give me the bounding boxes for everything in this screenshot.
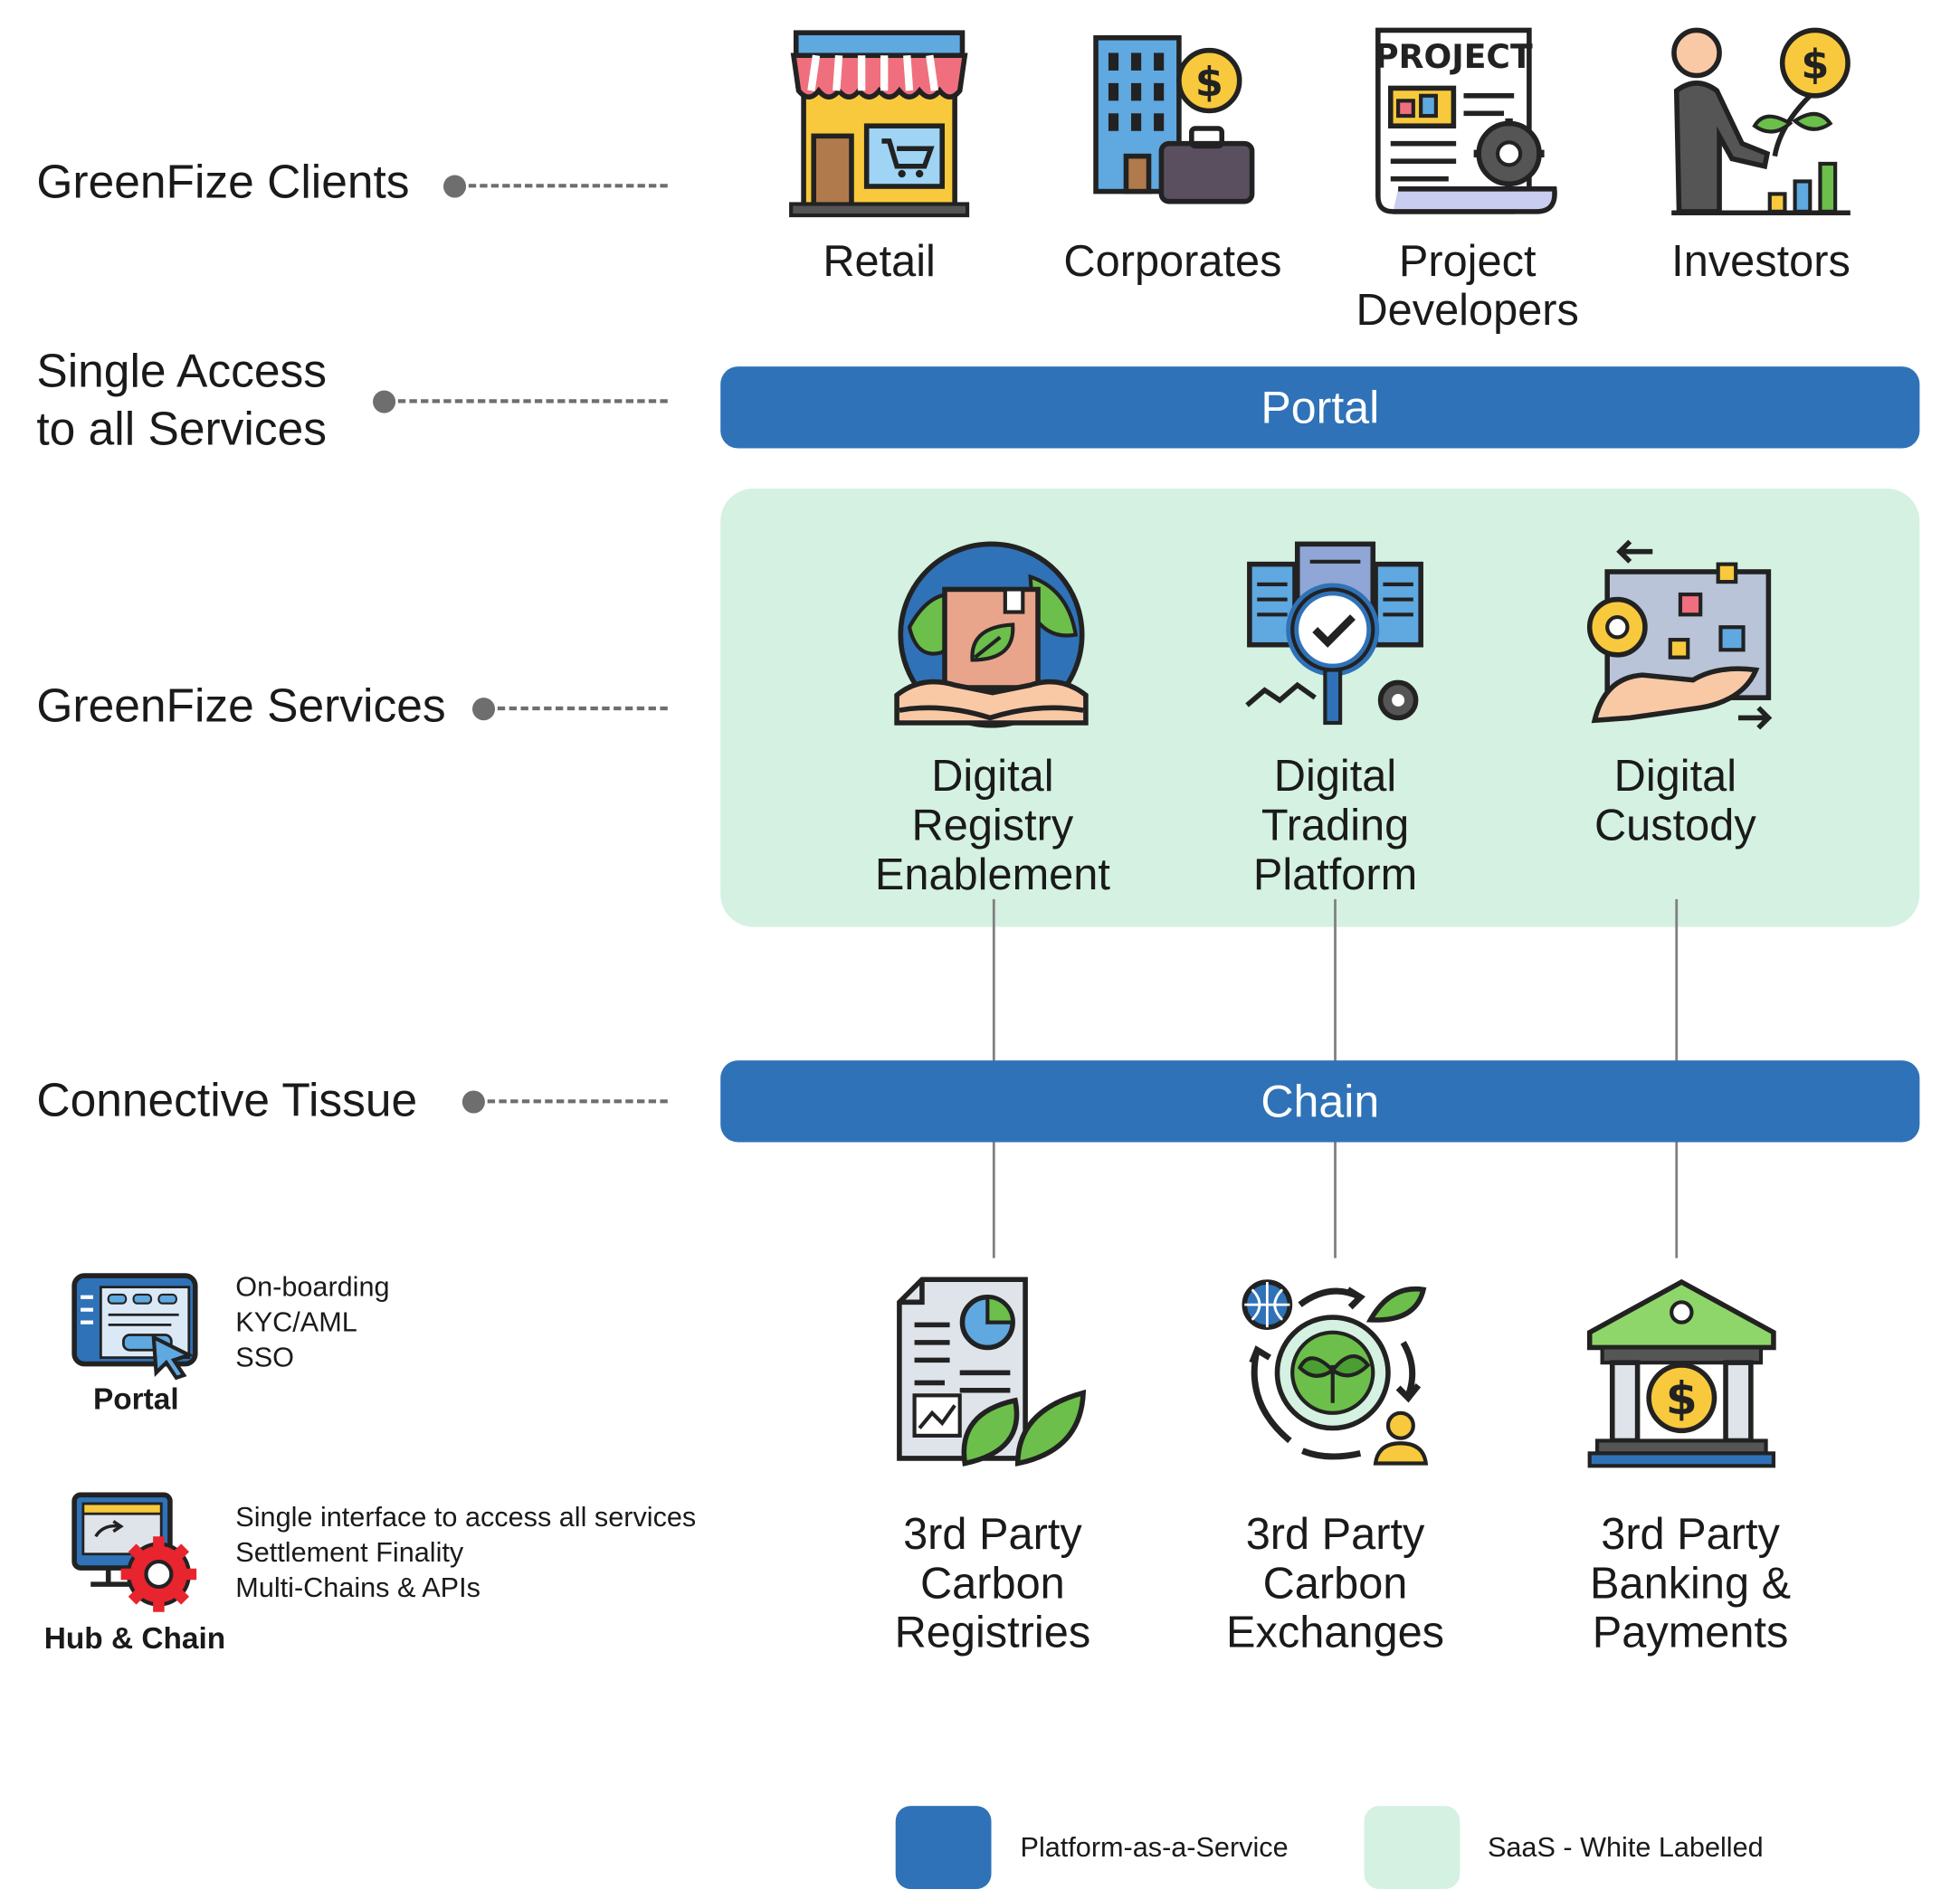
leader-dash: [468, 184, 668, 188]
row-label-access-line1: Single Access: [36, 345, 328, 397]
svg-text:$: $: [1801, 41, 1829, 88]
legend-label-saas: SaaS - White Labelled: [1487, 1830, 1764, 1863]
leader-dot: [373, 390, 396, 413]
leader-dot: [442, 175, 467, 198]
connector-line: [992, 898, 995, 1068]
connector-line: [992, 1139, 995, 1258]
leader-dash: [487, 1099, 668, 1104]
legend-hub-features: Single interface to access all services …: [235, 1501, 697, 1604]
portal-window-icon: [71, 1272, 199, 1381]
portal-bar[interactable]: Portal: [720, 366, 1920, 449]
connector-line: [1334, 1139, 1337, 1258]
connector-line: [1334, 898, 1337, 1068]
globe-hands-icon: [892, 539, 1091, 728]
investor-plant-icon: $: [1669, 25, 1852, 217]
legend-hub-title: Hub & Chain: [43, 1621, 226, 1657]
client-label-corporates: Corporates: [1063, 236, 1282, 286]
storefront-icon: [788, 25, 970, 219]
hub-gear-monitor-icon: [71, 1491, 202, 1617]
row-label-services: GreenFize Services: [36, 679, 446, 732]
carbon-exchange-icon: [1240, 1277, 1432, 1466]
client-label-investors: Investors: [1671, 236, 1851, 286]
registry-report-icon: [894, 1275, 1088, 1468]
svg-text:$: $: [1195, 59, 1223, 106]
custody-hand-icon: [1580, 539, 1776, 731]
legend-portal-title: Portal: [92, 1382, 179, 1417]
leader-dash: [397, 399, 668, 404]
row-label-tissue: Connective Tissue: [36, 1074, 418, 1126]
svg-text:$: $: [1666, 1372, 1698, 1425]
connector-line: [1675, 1139, 1679, 1258]
legend-portal-features: On-boarding KYC/AML SSO: [235, 1270, 390, 1373]
office-building-icon: $: [1089, 33, 1255, 206]
leader-dot: [472, 698, 496, 721]
connector-line: [1675, 898, 1679, 1068]
client-label-retail: Retail: [823, 236, 936, 286]
leader-dot: [461, 1090, 485, 1114]
legend-swatch-paas: [895, 1806, 992, 1889]
row-label-clients: GreenFize Clients: [36, 156, 410, 208]
chain-bar[interactable]: Chain: [720, 1060, 1920, 1143]
legend-swatch-saas: [1364, 1806, 1460, 1889]
svg-text:PROJECT: PROJECT: [1375, 37, 1533, 76]
legend-label-paas: Platform-as-a-Service: [1020, 1830, 1289, 1863]
leader-dash: [497, 706, 668, 711]
row-label-access-line2: to all Services: [36, 403, 327, 455]
bank-icon: $: [1584, 1275, 1778, 1468]
trading-search-icon: [1242, 539, 1432, 728]
project-document-icon: PROJECT: [1373, 25, 1562, 217]
